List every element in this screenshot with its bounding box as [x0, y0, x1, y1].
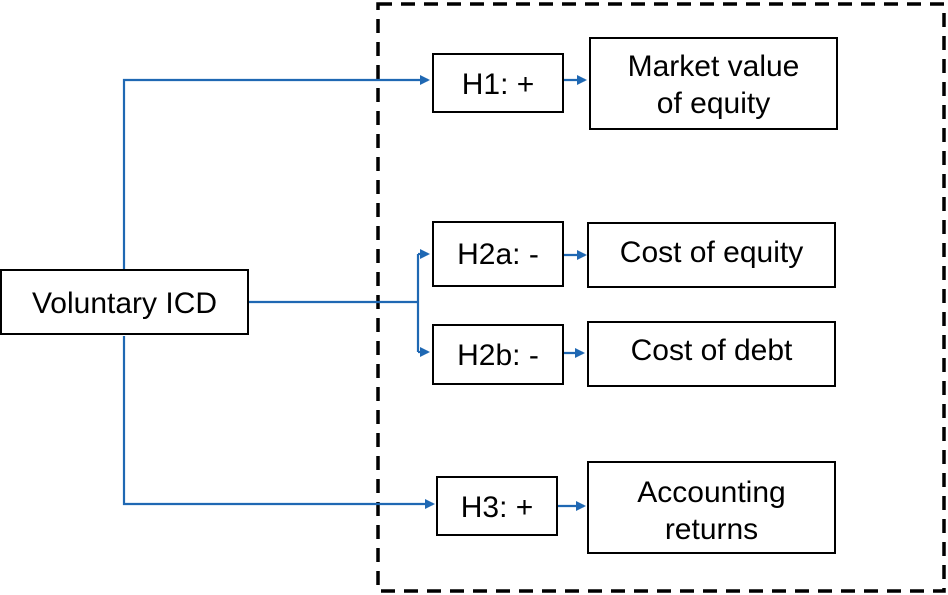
outcome-node-cost-of-debt: Cost of debt	[587, 321, 836, 387]
hypothesis-label-h1: H1: +	[462, 68, 535, 101]
outcome-node-cost-of-equity: Cost of equity	[587, 222, 836, 288]
outcome-label-market-value-line2: of equity	[657, 87, 770, 120]
outcome-label-accounting-returns-line1: Accounting	[637, 476, 785, 509]
outcome-label-cost-of-equity: Cost of equity	[620, 236, 803, 269]
hypothesis-label-h3: H3: +	[461, 491, 534, 524]
outcome-label-accounting-returns-line2: returns	[665, 513, 758, 546]
connector-to-h1	[122, 75, 430, 270]
hypothesis-node-h2a: H2a: -	[432, 221, 564, 287]
outcome-node-market-value: Market value of equity	[589, 37, 838, 130]
hypothesis-label-h2b: H2b: -	[457, 339, 539, 372]
source-node: Voluntary ICD	[0, 269, 249, 335]
outcome-node-accounting-returns: Accounting returns	[587, 461, 836, 554]
outcome-label-market-value-line1: Market value	[628, 50, 800, 83]
hypothesis-label-h2a: H2a: -	[457, 238, 539, 271]
hypothesis-node-h1: H1: +	[432, 53, 564, 113]
connectors	[122, 75, 587, 511]
hypothesis-node-h2b: H2b: -	[432, 324, 564, 385]
dashed-frame	[376, 2, 946, 593]
hypothesis-node-h3: H3: +	[436, 476, 558, 536]
connector-to-h3	[122, 336, 435, 509]
outcome-label-cost-of-debt: Cost of debt	[631, 334, 793, 367]
source-label: Voluntary ICD	[32, 287, 217, 320]
